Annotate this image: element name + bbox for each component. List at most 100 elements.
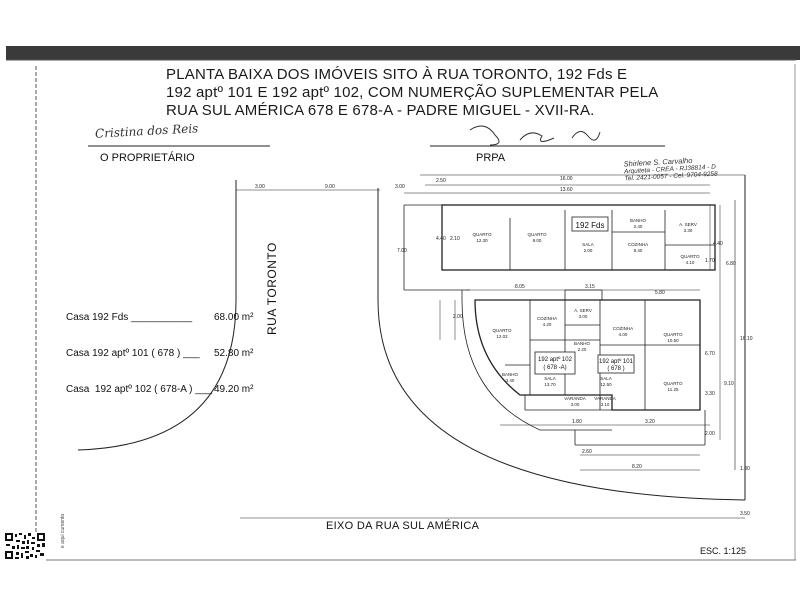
apartments-outline: [474, 299, 701, 411]
dim-label: 7.00: [397, 248, 407, 254]
unit-label-102: 192 aptº 102: [538, 356, 573, 363]
room-name: BANHO: [574, 341, 591, 346]
room-name: SALA: [544, 376, 556, 381]
room-area: 3.00: [571, 402, 580, 407]
room-name: VARANDA: [564, 396, 585, 401]
room-area: 4.00: [619, 332, 628, 337]
area-table: Casa 192 Fds ___________ 68.00 m² Casa 1…: [66, 288, 253, 420]
dim-label: 2.50: [436, 178, 446, 184]
room-name: QUARTO: [492, 328, 512, 333]
dim-label: 16.00: [560, 176, 573, 182]
area-label: Casa 192 aptº 101 ( 678 ) ___: [66, 348, 200, 359]
area-value: 49.20 m²: [214, 384, 254, 395]
room-name: QUARTO: [663, 332, 683, 337]
dim-label: 2.60: [582, 449, 592, 455]
title-line-1: PLANTA BAIXA DOS IMÓVEIS SITO À RUA TORO…: [166, 66, 628, 83]
room-area: 9.00: [533, 238, 542, 243]
room-labels-apartments: QUARTO 12.02 COZINHA 4.20 A. SERV 3.00 C…: [492, 308, 683, 407]
dim-label: 2.10: [450, 236, 460, 242]
dim-label: 3.30: [705, 391, 715, 397]
dim-label: 3.15: [585, 284, 595, 290]
dim-label: 2.00: [705, 431, 715, 437]
room-area: 10.50: [667, 338, 679, 343]
scale-label: ESC. 1:125: [700, 546, 747, 556]
room-name: COZINHA: [537, 316, 557, 321]
dimension-labels: 3.00 9.00 3.00 2.50 16.00 13.60 8.05 3.1…: [255, 176, 753, 517]
house-192-outline: [441, 204, 716, 271]
room-area: 2.20: [578, 347, 587, 352]
room-area: 3.00: [579, 314, 588, 319]
left-curb-arc: [77, 180, 237, 451]
unit-label-192: 192 Fds: [576, 221, 605, 230]
room-name: A. SERV: [574, 308, 592, 313]
room-name: QUARTO: [663, 381, 683, 386]
area-label: Casa 192 aptº 102 ( 678-A ) ___: [66, 384, 212, 395]
dim-label: 16.10: [740, 336, 753, 342]
room-area: 4.20: [543, 322, 552, 327]
room-name: SALA: [582, 242, 594, 247]
room-area: 12.50: [600, 382, 612, 387]
room-area: 2.40: [634, 224, 643, 229]
room-area: 8.40: [634, 248, 643, 253]
room-name: COZINHA: [628, 242, 648, 247]
top-margin: [0, 0, 800, 46]
dim-label: 6.80: [726, 261, 736, 267]
dim-label: 8.05: [515, 284, 525, 290]
dim-label: 5.80: [655, 290, 665, 296]
room-area: 4.10: [686, 260, 695, 265]
room-area: 2.00: [584, 248, 593, 253]
room-area: 12.02: [496, 334, 508, 339]
unit-label-101: 192 aptº 101: [599, 358, 634, 365]
dim-label: 4.40: [436, 236, 446, 242]
room-labels-192: QUARTO 12.30 QUARTO 9.00 SALA 2.00 BANHO…: [472, 218, 700, 265]
room-name: BANHO: [502, 372, 519, 377]
area-row: Casa 192 aptº 102 ( 678-A ) ___ 49.20 m²: [66, 384, 253, 396]
unit-sublabel-102: ( 678 -A): [543, 365, 566, 371]
side-note: e aqui cumento: [60, 513, 66, 548]
qr-code-icon: [4, 532, 46, 560]
dim-label: 1.80: [572, 419, 582, 425]
area-value: 68.00 m²: [214, 312, 254, 323]
dim-label: 1.70: [705, 258, 715, 264]
room-area: 11.25: [668, 387, 679, 392]
room-name: QUARTO: [680, 254, 700, 259]
street-label-rua-toronto: RUA TORONTO: [265, 242, 279, 335]
title-line-3: RUA SUL AMÉRICA 678 E 678-A - PADRE MIGU…: [166, 102, 595, 119]
dim-label: 1.80: [740, 466, 750, 472]
room-name: SALA: [600, 376, 612, 381]
document-title: PLANTA BAIXA DOS IMÓVEIS SITO À RUA TORO…: [166, 66, 756, 120]
room-name: BANHO: [630, 218, 647, 223]
dim-label: 4.40: [713, 241, 723, 247]
scan-edge-band: [6, 46, 800, 60]
room-name: QUARTO: [527, 232, 547, 237]
room-area: 12.30: [476, 238, 488, 243]
right-curb-arc: [377, 188, 746, 501]
dim-label: 3.00: [255, 184, 265, 190]
prpa-signature: [469, 125, 601, 146]
room-name: VARANDA: [594, 396, 615, 401]
dim-label: 9.00: [325, 184, 335, 190]
dim-label: 3.00: [395, 184, 405, 190]
title-line-2: 192 aptº 101 E 192 aptº 102, COM NUMERÇÃ…: [166, 84, 659, 101]
room-name: COZINHA: [613, 326, 633, 331]
dim-label: 6.70: [705, 351, 715, 357]
room-area: 13.70: [544, 382, 556, 387]
dim-label: 3.20: [645, 419, 655, 425]
room-area: 3.40: [506, 378, 515, 383]
unit-sublabel-101: ( 678 ): [607, 366, 624, 372]
dim-label: 8.20: [632, 464, 642, 470]
area-row: Casa 192 Fds ___________ 68.00 m²: [66, 312, 253, 324]
room-name: A. SERV: [679, 222, 697, 227]
owner-label: O PROPRIETÁRIO: [100, 152, 195, 164]
area-label: Casa 192 Fds ___________: [66, 312, 193, 323]
dim-label: 2.00: [453, 314, 463, 320]
dim-label: 3.50: [740, 511, 750, 517]
street-label-sul-america: EIXO DA RUA SUL AMÉRICA: [326, 520, 480, 532]
area-value: 52.80 m²: [214, 348, 254, 359]
dim-label: 13.60: [560, 187, 573, 193]
room-name: QUARTO: [472, 232, 492, 237]
room-area: 3.30: [684, 228, 693, 233]
room-area: 3.10: [601, 402, 610, 407]
